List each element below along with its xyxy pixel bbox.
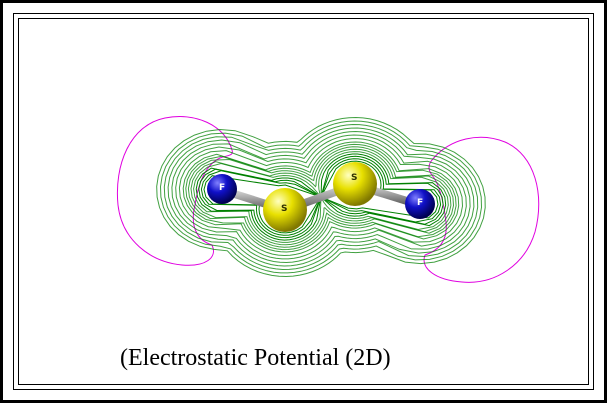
atom-s-right: S	[333, 162, 377, 206]
atom-f-left: F	[207, 174, 237, 204]
right-positive-contour	[423, 136, 540, 283]
negative-contour-line	[159, 120, 483, 274]
negative-contour-line	[190, 148, 452, 246]
atom-label: F	[417, 198, 423, 208]
atom-label: S	[281, 204, 287, 214]
positive-contour-group	[116, 116, 540, 283]
negative-contour-line	[195, 153, 447, 241]
negative-contour-line	[156, 116, 486, 278]
negative-contour-line	[185, 143, 457, 251]
atom-group: F S S F	[207, 162, 435, 232]
negative-contour-line	[198, 155, 444, 239]
negative-contour-line	[182, 141, 460, 253]
negative-contour-line	[193, 151, 449, 243]
negative-contour-line	[171, 130, 471, 264]
atom-f-right: F	[405, 189, 435, 219]
atom-label: S	[351, 173, 357, 183]
negative-contour-line	[163, 123, 479, 271]
negative-contour-line	[187, 146, 455, 248]
atom-s-left: S	[263, 188, 307, 232]
inner-frame-2	[18, 18, 589, 385]
inner-frame	[13, 13, 594, 390]
negative-contour-line	[175, 134, 467, 260]
negative-contour-line	[203, 160, 439, 234]
negative-contour-line	[178, 138, 464, 257]
negative-contour-line	[200, 158, 442, 236]
negative-contour-line	[167, 127, 475, 267]
left-positive-contour	[116, 116, 233, 266]
negative-contour-group	[156, 116, 486, 278]
figure-caption: (Electrostatic Potential (2D)	[120, 345, 391, 371]
atom-label: F	[219, 183, 225, 193]
